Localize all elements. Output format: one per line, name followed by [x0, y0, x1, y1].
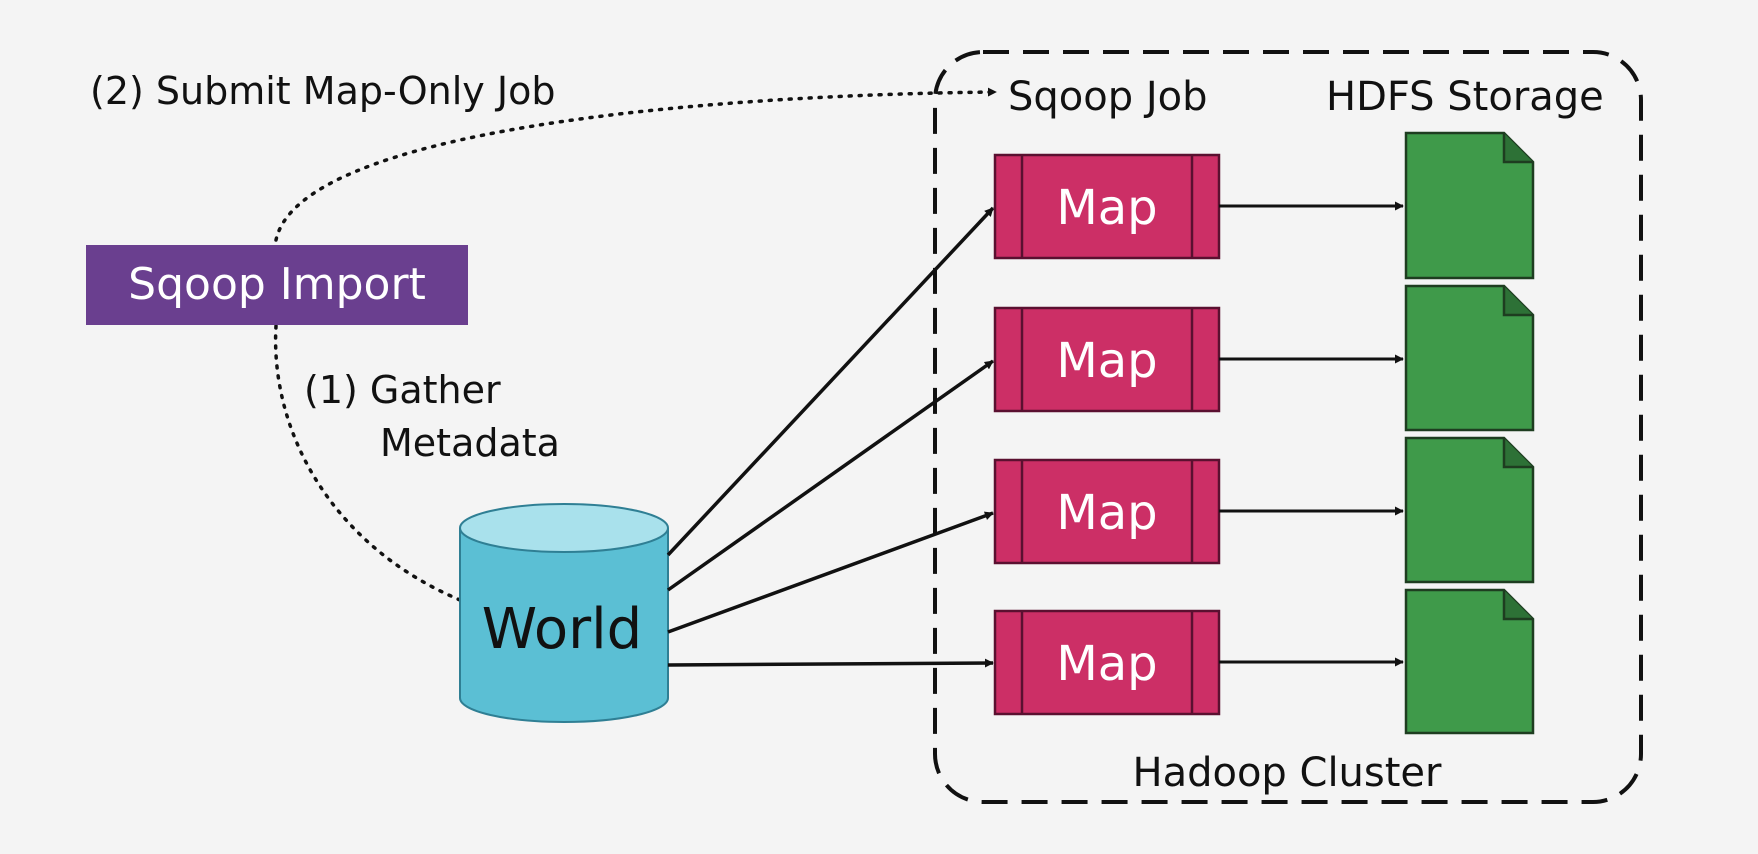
world-database: World [459, 503, 669, 723]
map-task-label: Map [1056, 636, 1157, 692]
gather-metadata-label-line1: (1) Gather [304, 368, 501, 412]
hdfs-storage-heading: HDFS Storage [1326, 74, 1604, 120]
sqoop-job-heading: Sqoop Job [1008, 74, 1208, 120]
hadoop-cluster-boundary [933, 50, 1643, 804]
world-database-label: World [482, 597, 642, 662]
db-to-map-arrow [667, 658, 994, 668]
map-task: Map [993, 458, 1221, 565]
submit-job-path [274, 87, 998, 242]
gather-metadata-path [273, 324, 462, 602]
hdfs-file-icon [1404, 131, 1535, 280]
map-task: Map [993, 306, 1221, 413]
sqoop-import-label: Sqoop Import [128, 259, 426, 310]
map-task-label: Map [1056, 180, 1157, 236]
sqoop-import-box [86, 245, 468, 325]
map-task-label: Map [1056, 485, 1157, 541]
submit-job-label: (2) Submit Map-Only Job [90, 69, 555, 113]
hdfs-file-icon [1404, 284, 1535, 432]
db-to-map-arrow [666, 206, 995, 557]
hadoop-cluster-label: Hadoop Cluster [1132, 750, 1442, 796]
db-to-map-arrow [666, 359, 995, 592]
map-task: Map [993, 153, 1221, 260]
map-task: Map [993, 609, 1221, 716]
hdfs-file-icon [1404, 588, 1535, 735]
hdfs-file-icon [1404, 436, 1535, 584]
map-task-label: Map [1056, 333, 1157, 389]
gather-metadata-label-line2: Metadata [380, 421, 560, 465]
db-to-map-arrow [667, 511, 994, 634]
